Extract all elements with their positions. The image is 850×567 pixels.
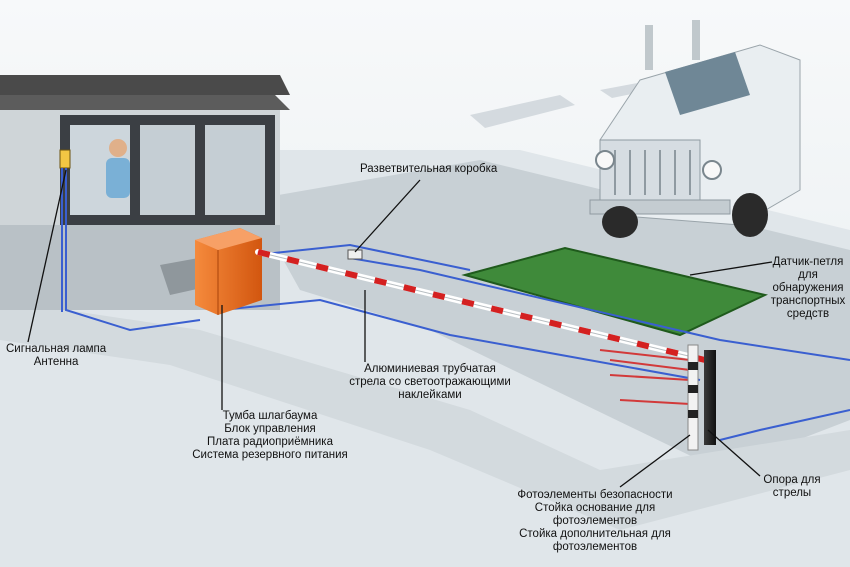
loop-detector-pad: [461, 246, 769, 337]
truck: [589, 20, 801, 238]
label-boom: Алюминиевая трубчатая стрела со светоотр…: [349, 363, 511, 401]
safety-beams: [599, 349, 691, 405]
signal-lamp: [59, 149, 71, 169]
barrier-cabinet: [195, 228, 262, 315]
boom-support-post: [704, 350, 716, 445]
guard-booth: [0, 75, 290, 310]
label-photocells: Фотоэлементы безопасности Стойка основан…: [517, 489, 673, 553]
junction-box: [347, 249, 363, 260]
road-marking: [470, 95, 575, 128]
label-barrier-cabinet: Тумба шлагбаума Блок управления Плата ра…: [192, 410, 348, 461]
photocell-posts: [687, 344, 699, 451]
boom-arm: [255, 249, 708, 363]
road-surface: [250, 160, 850, 470]
label-boom-support: Опора для стрелы: [763, 474, 821, 499]
label-junction-box: Разветвительная коробка: [360, 163, 498, 175]
wiring: [61, 168, 850, 441]
curb: [0, 300, 850, 530]
leader-lines: [27, 169, 773, 488]
label-signal-lamp: Сигнальная лампа Антенна: [6, 343, 107, 368]
label-loop-detector: Датчик-петля для обнаружения транспортны…: [770, 256, 846, 320]
